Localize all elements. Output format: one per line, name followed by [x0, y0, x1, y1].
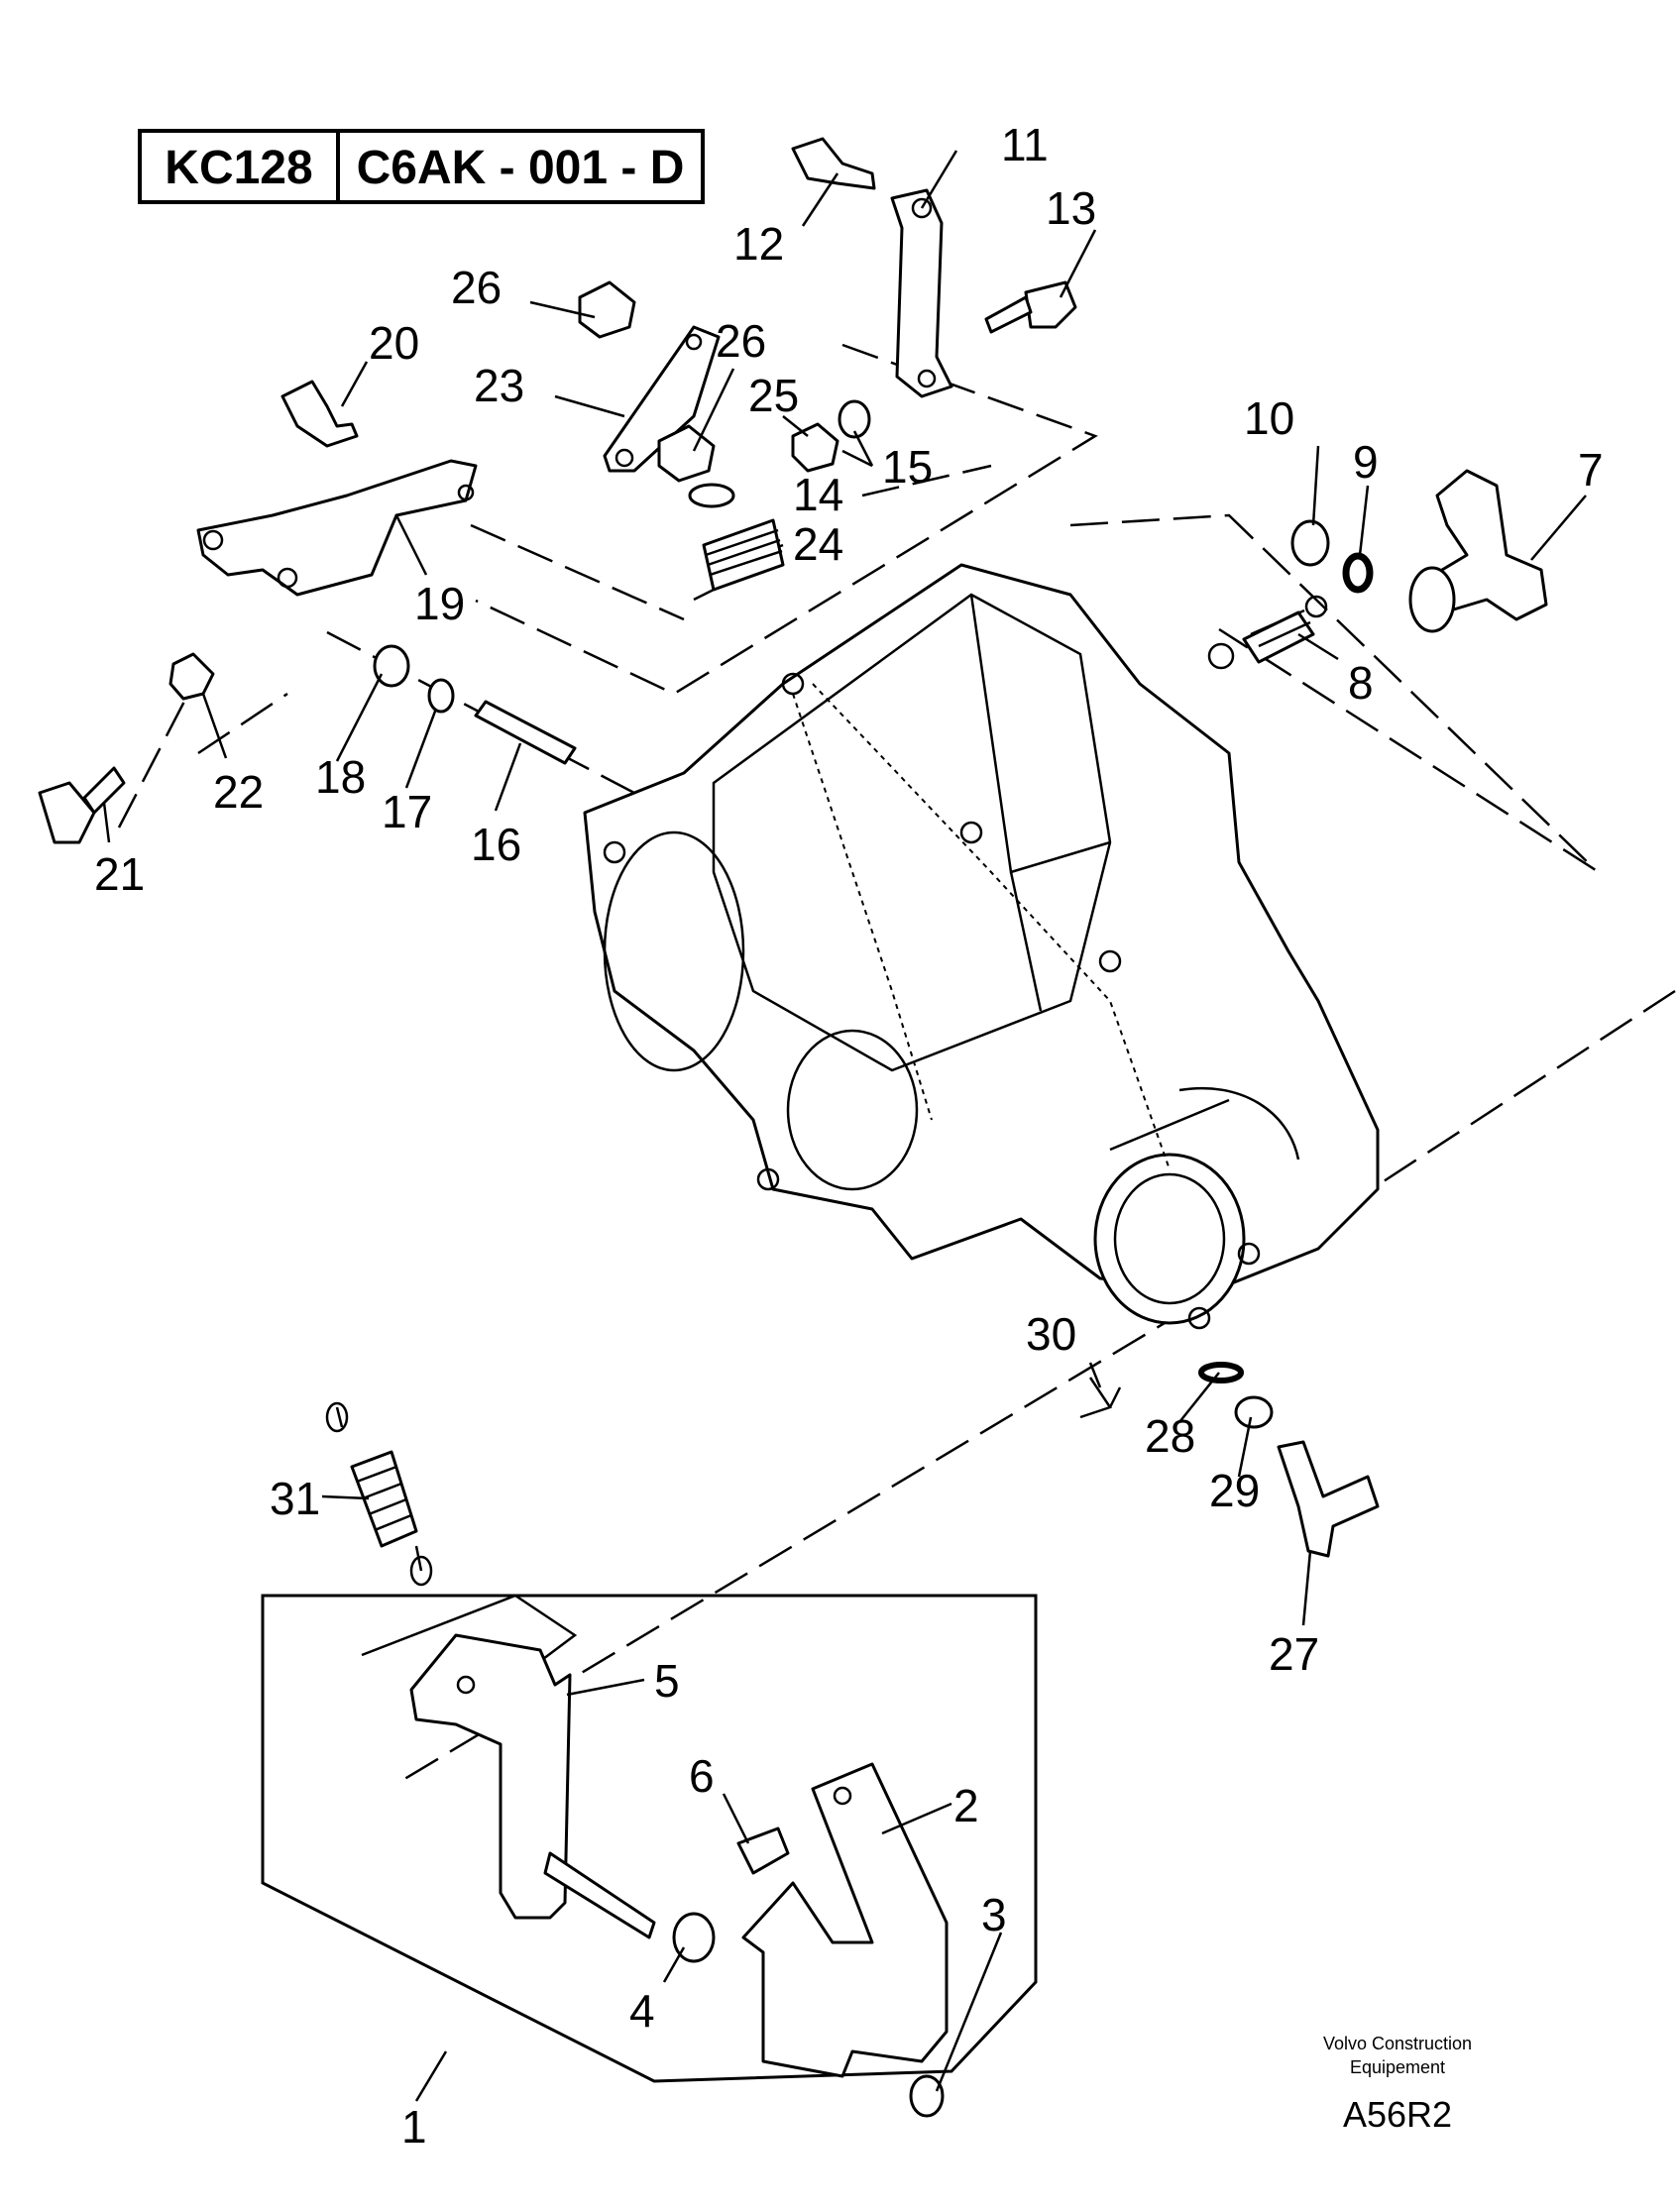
label-8: 8	[1348, 657, 1374, 709]
label-11: 11	[1001, 119, 1049, 170]
label-28: 28	[1145, 1410, 1195, 1462]
nut-14	[791, 422, 839, 473]
brand-line-1: Volvo Construction	[1323, 2034, 1472, 2053]
label-2: 2	[953, 1780, 979, 1831]
label-10: 10	[1244, 392, 1294, 444]
label-1: 1	[401, 2101, 427, 2153]
bushing-18	[373, 644, 410, 688]
nut-22	[168, 652, 215, 701]
label-5: 5	[654, 1655, 680, 1707]
bolt-21	[38, 766, 126, 844]
label-31: 31	[270, 1473, 320, 1524]
label-13: 13	[1046, 182, 1096, 234]
label-23: 23	[474, 360, 524, 411]
label-27: 27	[1269, 1628, 1319, 1680]
lever-5	[409, 1633, 656, 1939]
label-18: 18	[315, 751, 366, 803]
bushing-10	[1290, 519, 1330, 567]
assembly-box-1	[261, 1594, 1038, 2083]
label-30: 30	[1026, 1308, 1076, 1360]
label-26-lower: 26	[716, 315, 766, 367]
label-7: 7	[1578, 444, 1604, 496]
label-14: 14	[793, 469, 843, 520]
label-15: 15	[882, 441, 933, 493]
label-20: 20	[369, 317, 419, 369]
washer-3	[909, 2074, 945, 2118]
plate-23	[603, 325, 721, 473]
label-29: 29	[1209, 1465, 1260, 1516]
label-16: 16	[471, 819, 521, 870]
label-26-upper: 26	[451, 262, 502, 313]
link-11	[890, 188, 953, 398]
label-21: 21	[94, 848, 145, 900]
label-22: 22	[213, 766, 264, 818]
bushing-29	[1234, 1395, 1274, 1429]
part-labels: 11 12 13 26 26 23 25 14 15 24 20 19 22 2…	[94, 119, 1604, 2153]
pin-6	[736, 1826, 790, 1875]
reference-code: KC128	[165, 142, 312, 194]
lever-7	[1408, 469, 1548, 633]
washer-28	[1198, 1362, 1244, 1383]
leader-lines	[102, 150, 1587, 2102]
label-6: 6	[689, 1750, 715, 1802]
drawing-code: A56R2	[1343, 2094, 1452, 2135]
nut-26-upper	[578, 280, 636, 339]
label-3: 3	[981, 1889, 1007, 1940]
label-24: 24	[793, 518, 843, 570]
gearbox-housing	[583, 563, 1380, 1330]
spring-24	[693, 518, 785, 602]
washer-25	[688, 483, 735, 508]
label-17: 17	[382, 786, 432, 837]
label-9: 9	[1353, 436, 1379, 488]
washer-9	[1342, 552, 1374, 594]
bolt-20	[280, 380, 359, 448]
washer-15	[838, 399, 871, 439]
pin-16	[474, 700, 577, 765]
bolt-12	[791, 137, 876, 190]
drawing-number: C6AK - 001 - D	[357, 142, 685, 194]
bolt-13	[984, 280, 1077, 334]
clip-30	[1079, 1377, 1122, 1419]
footer: Volvo Construction Equipement A56R2	[1323, 2034, 1472, 2135]
bracket-2	[741, 1762, 949, 2078]
washer-17	[427, 678, 455, 714]
brand-line-2: Equipement	[1350, 2057, 1445, 2077]
reference-box: KC128 C6AK - 001 - D	[138, 129, 705, 204]
spring-31	[325, 1401, 433, 1587]
bracket-19	[196, 459, 478, 597]
label-19: 19	[414, 578, 465, 629]
label-25: 25	[748, 370, 799, 421]
pin-27	[1277, 1440, 1380, 1558]
spring-8	[1207, 595, 1328, 670]
label-4: 4	[629, 1985, 655, 2037]
label-12: 12	[733, 218, 784, 270]
